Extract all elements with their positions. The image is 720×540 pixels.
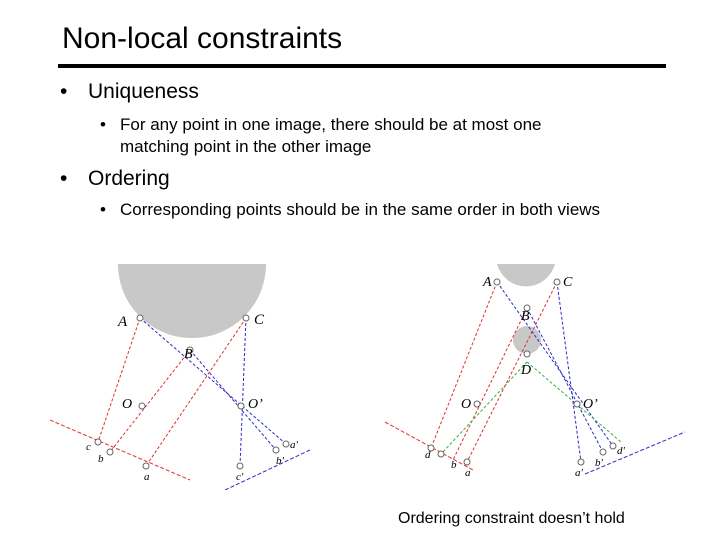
label-O-prime: O’ (583, 397, 598, 412)
bullet-dot: • (60, 80, 68, 103)
label-a: a (465, 467, 471, 479)
label-A: A (482, 275, 492, 290)
sub-bullet-dot: • (100, 200, 106, 219)
label-B: B (521, 309, 530, 324)
label-b: b (451, 459, 457, 471)
label-a-prime: a' (575, 467, 584, 479)
bullet-dot: • (60, 167, 68, 190)
label-A: A (117, 314, 128, 330)
label-b-prime: b' (276, 455, 285, 467)
bullet-ordering: Ordering (88, 167, 170, 190)
label-C: C (563, 275, 573, 290)
bullet-uniqueness: Uniqueness (88, 80, 199, 103)
figure-caption: Ordering constraint doesn’t hold (398, 510, 625, 527)
left-image-plane (50, 419, 191, 481)
title-underline (58, 64, 666, 68)
sub-bullet-uniqueness-line2: matching point in the other image (120, 137, 372, 156)
label-O-prime: O’ (248, 397, 263, 412)
back-object (497, 264, 555, 287)
sub-bullet-uniqueness-line1: For any point in one image, there should… (120, 115, 542, 134)
label-d: d (425, 449, 431, 461)
slide-title: Non-local constraints (62, 22, 343, 55)
label-b: b (98, 453, 104, 465)
front-object (513, 326, 541, 354)
label-c: c (86, 441, 91, 453)
right-image-plane (224, 449, 310, 490)
label-a-prime: a' (290, 439, 299, 451)
label-a: a (144, 471, 150, 483)
label-d-prime: d' (617, 445, 626, 457)
label-O: O (122, 397, 132, 412)
ordering-figure-left: A C B O O’ c b a a' b' c' (50, 264, 310, 490)
label-O: O (461, 397, 471, 412)
sub-bullet-dot: • (100, 115, 106, 134)
label-C: C (254, 312, 265, 328)
label-c-prime: c' (236, 471, 244, 483)
label-b-prime: b' (595, 457, 604, 469)
label-D: D (520, 363, 531, 378)
label-B: B (184, 347, 193, 362)
ordering-figure-right: A C B D O O’ d b a d' b' a' (385, 264, 686, 479)
sub-bullet-ordering: Corresponding points should be in the sa… (120, 200, 601, 219)
